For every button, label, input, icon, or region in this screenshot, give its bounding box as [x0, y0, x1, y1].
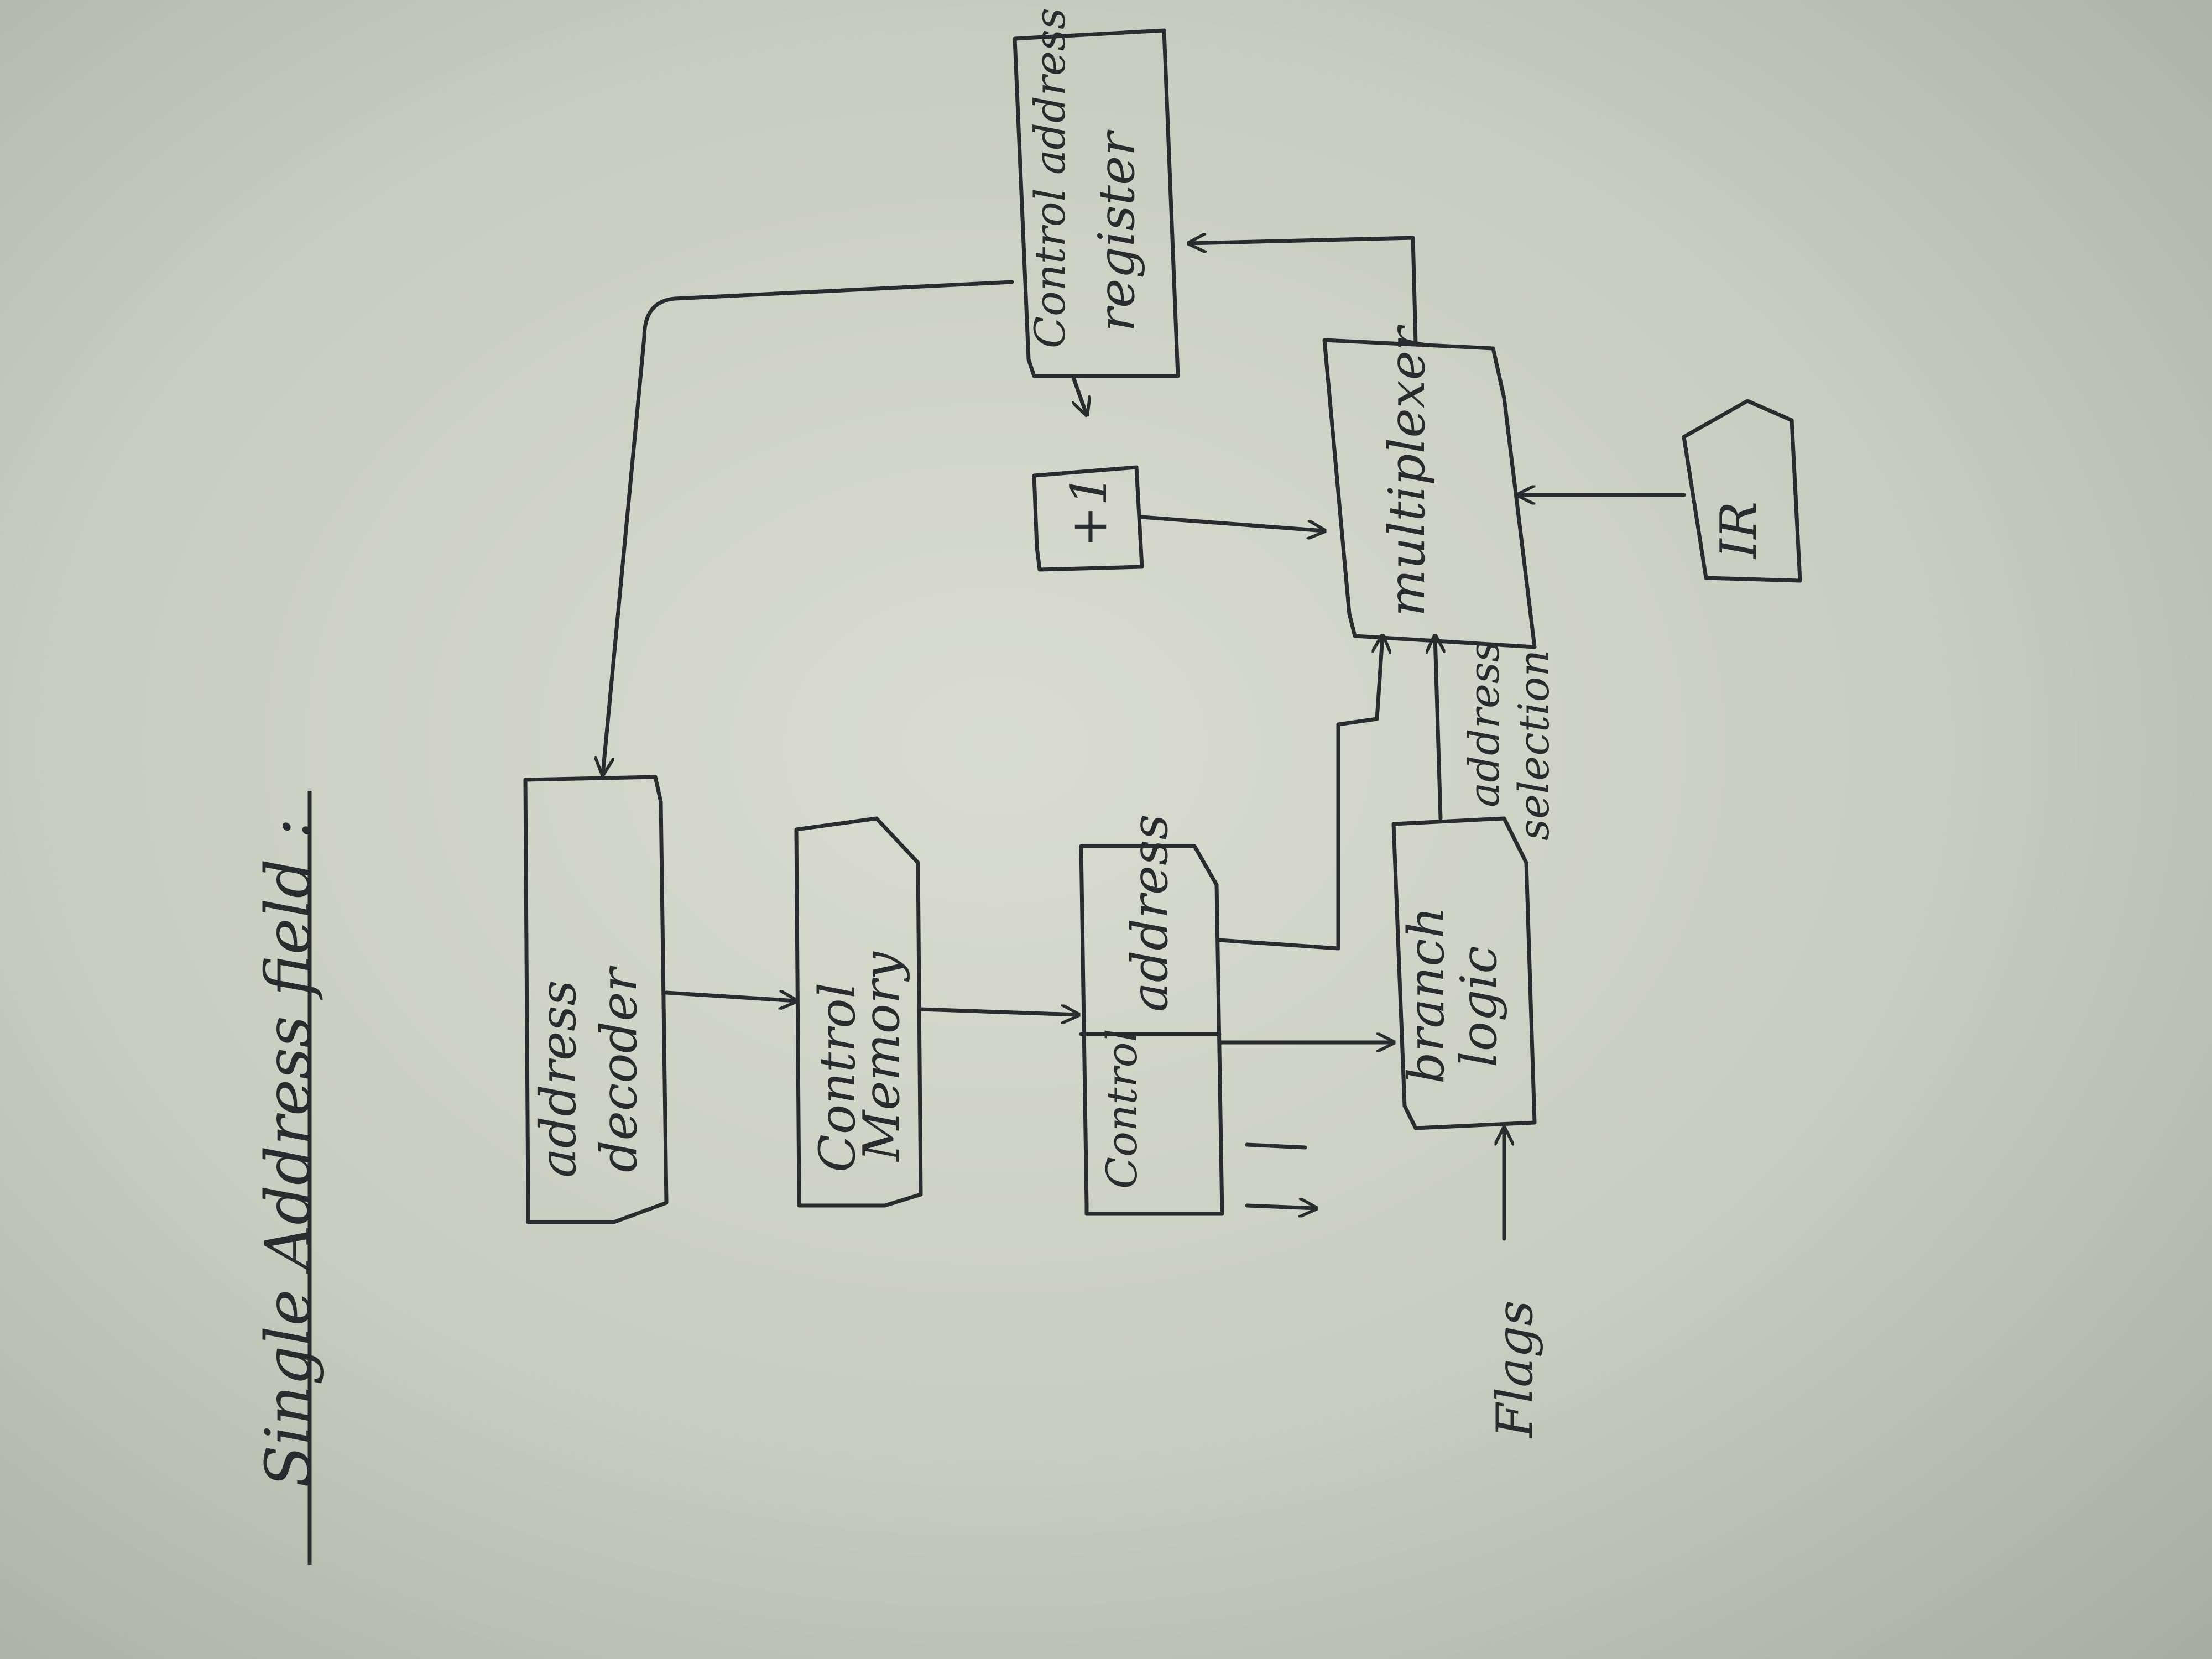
- address-field-label: address: [1121, 814, 1179, 1012]
- control-field-label: Control: [1097, 1029, 1146, 1189]
- memory-to-control-word-arrow: [919, 1009, 1078, 1015]
- flags-label: Flags: [1486, 1300, 1544, 1439]
- multiplexer-label: multiplexer: [1378, 324, 1436, 617]
- branch-to-multiplexer-arrow: [1435, 636, 1441, 821]
- control-word-block: Control address: [1079, 814, 1224, 1216]
- multiplexer-block: multiplexer: [1322, 324, 1537, 649]
- address-selection-label-1: address: [1459, 640, 1509, 807]
- control-memory-label-1: Control: [808, 983, 867, 1172]
- branch-logic-block: branch logic: [1391, 816, 1537, 1130]
- decoder-to-memory-arrow: [664, 993, 796, 1001]
- car-label-1: Control address: [1025, 8, 1074, 348]
- control-memory-label-2: Memory: [853, 951, 911, 1162]
- ir-label: IR: [1710, 502, 1768, 560]
- control-output-dots: [1245, 1142, 1307, 1150]
- control-address-register-block: Control address register: [1013, 8, 1180, 378]
- address-decoder-block: address decoder: [523, 775, 669, 1224]
- address-to-multiplexer-arrow: [1217, 636, 1383, 951]
- address-decoder-label-2: decoder: [590, 966, 648, 1172]
- ir-block: IR: [1682, 399, 1802, 583]
- branch-logic-label-2: logic: [1450, 946, 1508, 1067]
- address-decoder-label-1: address: [529, 980, 587, 1178]
- title-group: Single Address field :: [253, 791, 325, 1565]
- multiplexer-to-car-arrow: [1189, 238, 1418, 345]
- car-to-incrementer-arrow: [1071, 374, 1087, 415]
- incrementer-to-multiplexer-arrow: [1140, 515, 1324, 531]
- branch-logic-label-1: branch: [1397, 906, 1455, 1084]
- incrementer-block: +1: [1032, 465, 1144, 572]
- page-title: Single Address field :: [253, 818, 325, 1488]
- car-label-2: register: [1088, 129, 1146, 332]
- address-selection-label-2: selection: [1509, 650, 1558, 841]
- car-to-decoder-arrow: [603, 280, 1014, 774]
- control-output-arrow: [1245, 1206, 1316, 1208]
- incrementer-label: +1: [1060, 474, 1118, 547]
- control-memory-block: Control Memory: [794, 816, 923, 1208]
